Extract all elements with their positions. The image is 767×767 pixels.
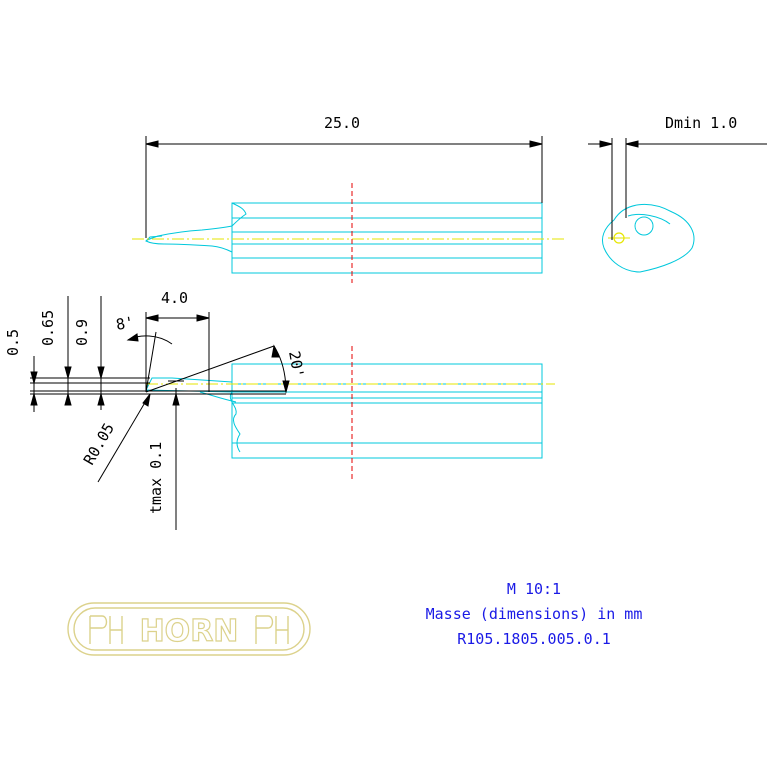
dim-065-arrow-top xyxy=(64,366,72,380)
dim-09-label: 0.9 xyxy=(73,319,91,346)
logo-ph-right-h xyxy=(275,616,289,644)
dim-tmax-label: tmax 0.1 xyxy=(147,442,165,514)
dim-8-arrow xyxy=(126,333,139,342)
note-scale: M 10:1 xyxy=(507,580,561,598)
logo-ph-left-h xyxy=(109,616,123,644)
dim-065-label: 0.65 xyxy=(39,310,57,346)
dim-radius-leader xyxy=(97,393,151,483)
dim-radius-arrow xyxy=(142,393,151,407)
dim-05-label: 0.5 xyxy=(4,329,22,356)
logo-text: HORN xyxy=(140,614,239,649)
dim-dmin-arrow-right xyxy=(625,140,639,148)
bottom-dimensions xyxy=(30,296,290,530)
horn-logo xyxy=(67,602,311,656)
bottom-neck-curve xyxy=(229,391,241,453)
logo-ph-left xyxy=(89,615,123,644)
dim-8-leg xyxy=(145,331,157,393)
dim-8-label: 8' xyxy=(115,313,136,334)
dim-tmax-arrow xyxy=(172,392,180,406)
logo-ph-right-p xyxy=(255,615,274,644)
dim-dmin-arrow-left xyxy=(599,140,613,148)
dim-dmin-label: Dmin 1.0 xyxy=(665,114,737,132)
end-view xyxy=(601,203,695,273)
bottom-view xyxy=(145,363,543,459)
note-units: Masse (dimensions) in mm xyxy=(426,605,643,623)
dim-09-arrow-top xyxy=(97,366,105,380)
dim-length-arrow-right xyxy=(529,140,543,148)
dim-065-arrow-bottom xyxy=(64,392,72,406)
end-view-outline xyxy=(601,203,695,273)
dim-20-arrow-top xyxy=(271,344,280,358)
dim-20-label: 20' xyxy=(285,350,307,380)
logo-frame-outer xyxy=(67,602,311,656)
top-neck-curve-upper xyxy=(231,202,247,227)
dim-radius-label: R0.05 xyxy=(80,420,118,468)
dim-20-arrow-bottom xyxy=(282,380,290,394)
logo-frame-inner xyxy=(73,607,305,651)
dim-40-arrow-left xyxy=(145,314,159,322)
dim-05-arrow-top xyxy=(30,371,38,385)
dim-05-arrow-bottom xyxy=(30,392,38,406)
logo-ph-left-p xyxy=(89,615,108,644)
dim-20-leg xyxy=(145,345,275,393)
logo-ph-right xyxy=(255,615,289,644)
dim-40-arrow-right xyxy=(196,314,210,322)
dim-length-arrow-left xyxy=(145,140,159,148)
top-tip-edge xyxy=(145,235,163,242)
dim-length-25 xyxy=(145,136,543,238)
dim-09-arrow-bottom xyxy=(97,392,105,406)
end-view-detail-1 xyxy=(627,213,671,225)
top-view xyxy=(145,202,543,274)
dim-40-label: 4.0 xyxy=(161,289,188,307)
bottom-shank-body xyxy=(231,363,543,459)
dim-length-label: 25.0 xyxy=(324,114,360,132)
end-view-hole xyxy=(634,216,654,236)
bottom-neck-detail xyxy=(199,391,237,403)
note-part-number: R105.1805.005.0.1 xyxy=(457,630,611,648)
top-shank-body xyxy=(231,202,543,274)
dim-dmin xyxy=(588,138,767,240)
